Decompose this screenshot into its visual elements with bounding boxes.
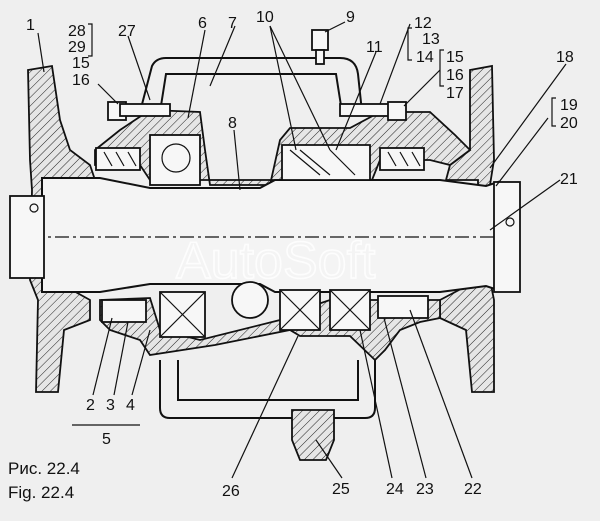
callout-13: 13 <box>422 31 440 48</box>
label-brackets <box>88 23 556 127</box>
callout-labels: 1 28 29 15 16 27 6 7 10 9 12 13 14 11 15… <box>26 9 578 500</box>
callout-18: 18 <box>556 49 574 66</box>
cover-channel <box>139 57 363 113</box>
watermark: AutoSoft <box>176 232 376 290</box>
callout-15b: 15 <box>446 49 464 66</box>
callout-28: 28 <box>68 23 86 40</box>
callout-14: 14 <box>416 49 434 66</box>
caption-ru: Рис. 22.4 <box>8 459 80 478</box>
callout-19: 19 <box>560 97 578 114</box>
callout-24: 24 <box>386 481 404 498</box>
bolts <box>107 101 407 121</box>
callout-15: 15 <box>72 55 90 72</box>
left-lower-bearing <box>159 291 206 338</box>
callout-11: 11 <box>366 39 383 56</box>
callout-12: 12 <box>414 15 432 32</box>
left-shaft-end <box>9 195 45 279</box>
lower-channel <box>159 360 376 419</box>
callout-7: 7 <box>228 15 237 32</box>
callout-20: 20 <box>560 115 578 132</box>
callout-1: 1 <box>26 17 35 34</box>
callout-29: 29 <box>68 39 86 56</box>
callout-2: 2 <box>86 397 95 414</box>
lower-roller-bearings <box>279 289 371 331</box>
callout-4: 4 <box>126 397 135 414</box>
leader-lines <box>37 21 567 479</box>
callout-10: 10 <box>256 9 274 26</box>
callout-5: 5 <box>102 431 111 448</box>
callout-27: 27 <box>118 23 136 40</box>
callout-8: 8 <box>228 115 237 132</box>
callout-25: 25 <box>332 481 350 498</box>
oil-port <box>231 281 269 319</box>
callout-16: 16 <box>72 72 90 89</box>
callout-16b: 16 <box>446 67 464 84</box>
tapered-bearing-upper <box>281 144 371 181</box>
seals <box>95 147 429 323</box>
callout-17: 17 <box>446 85 464 102</box>
callout-6: 6 <box>198 15 207 32</box>
callout-3: 3 <box>106 397 115 414</box>
callout-26: 26 <box>222 483 240 500</box>
caption-en: Fig. 22.4 <box>8 483 74 502</box>
callout-9: 9 <box>346 9 355 26</box>
right-shaft-end <box>493 181 521 293</box>
breather-fitting <box>311 29 329 65</box>
callout-23: 23 <box>416 481 434 498</box>
shaft <box>9 177 521 293</box>
left-ball-bearing <box>149 134 201 186</box>
callout-22: 22 <box>464 481 482 498</box>
drain-plug <box>291 409 335 461</box>
callout-21: 21 <box>560 171 578 188</box>
